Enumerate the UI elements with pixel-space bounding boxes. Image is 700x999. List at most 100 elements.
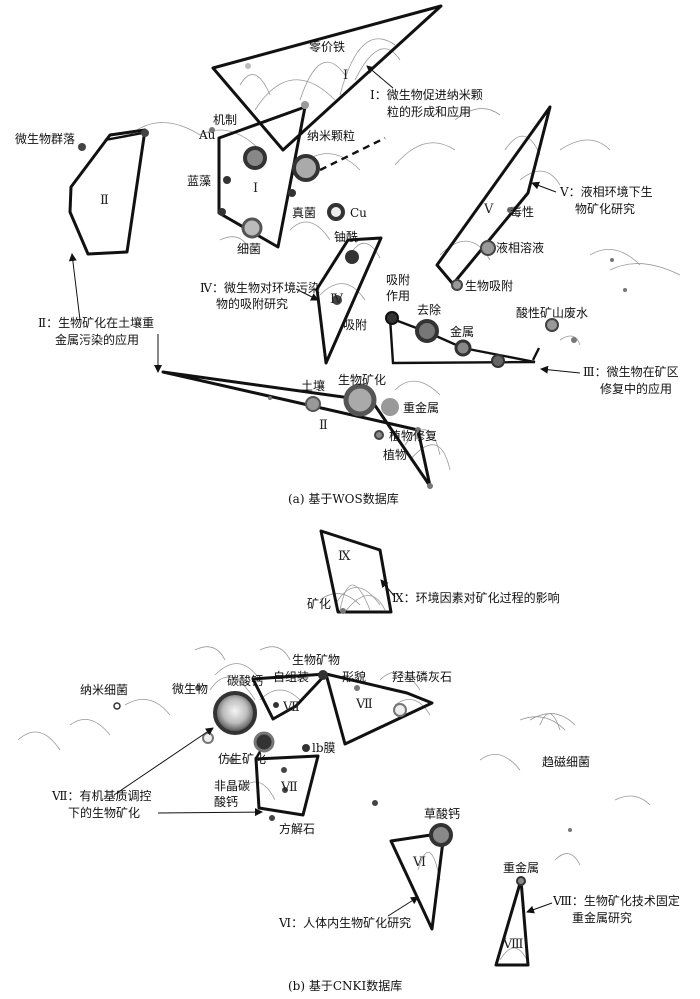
cluster-VI-polygon xyxy=(389,831,446,931)
label-morphology: 形貌 xyxy=(342,669,366,684)
cluster-III-tick xyxy=(531,347,541,361)
node-plant-2[interactable] xyxy=(427,483,433,489)
label-calcium-carbonate: 碳酸钙 xyxy=(227,673,263,688)
cluster-V-polygon xyxy=(435,105,552,286)
node-small-4[interactable] xyxy=(623,288,627,292)
panel-b-edges xyxy=(17,584,651,963)
label-magnetotactic-bacteria: 趋磁细菌 xyxy=(542,754,590,769)
node-liquid-solution[interactable] xyxy=(480,240,496,256)
arrow-II-top xyxy=(68,253,81,321)
node-self-assembly[interactable] xyxy=(273,702,279,708)
annotation-III-2: 修复中的应用 xyxy=(600,381,672,396)
node-small[interactable] xyxy=(245,63,251,69)
panel-a-annotations: Ⅰ：微生物促进纳米颗 粒的形成和应用 Ⅴ：液相环境下生 物矿化研究 Ⅳ：微生物对… xyxy=(38,65,679,396)
node-toxicity[interactable] xyxy=(507,207,513,213)
node-removal[interactable] xyxy=(415,319,439,343)
label-zero-valent-iron: 零价铁 xyxy=(309,40,345,54)
node-fungi[interactable] xyxy=(288,189,296,197)
node-biomimetic-mineralization[interactable] xyxy=(253,731,275,753)
node-calcium-oxalate[interactable] xyxy=(429,823,453,847)
label-adsorption-action-2: 作用 xyxy=(386,289,410,303)
dashed-link xyxy=(319,136,386,172)
panel-a-caption: (a) 基于WOS数据库 xyxy=(288,491,399,506)
node-zero-valent-iron[interactable] xyxy=(301,101,309,109)
node-small-2[interactable] xyxy=(268,396,272,400)
annotation-VI: Ⅵ：人体内生物矿化研究 xyxy=(278,915,411,930)
node-cu[interactable] xyxy=(327,203,345,221)
label-nano-bacteria: 纳米细菌 xyxy=(80,683,128,697)
cluster-id-VI: Ⅵ xyxy=(412,855,426,870)
label-toxicity: 毒性 xyxy=(510,205,534,219)
annotation-VII-1: Ⅶ：有机基质调控 xyxy=(51,789,152,803)
cluster-VII-bottom-polygon xyxy=(254,754,320,817)
label-heavy-metal-b: 重金属 xyxy=(503,860,539,875)
node-hydroxyapatite[interactable] xyxy=(393,703,407,717)
label-lb-film: lb膜 xyxy=(312,741,336,755)
label-au: Au xyxy=(198,128,216,142)
node-bacteria-2[interactable] xyxy=(218,208,226,216)
arrow-I xyxy=(366,65,394,89)
cluster-I-top-polygon xyxy=(211,4,443,152)
label-calcite: 方解石 xyxy=(279,821,315,836)
label-mechanism: 机制 xyxy=(213,113,237,127)
node-metal[interactable] xyxy=(454,339,472,357)
node-lb-film[interactable] xyxy=(302,744,310,752)
label-cyanobacteria: 蓝藻 xyxy=(187,174,211,188)
node-small-b4[interactable] xyxy=(202,732,214,744)
node-microorganism[interactable] xyxy=(195,685,201,691)
panel-b: 矿化 生物矿物 碳酸钙 微生物 自组装 形貌 羟基磷灰石 纳米细菌 仿生矿化 l… xyxy=(17,529,680,993)
node-adsorption[interactable] xyxy=(332,295,342,305)
node-heavy-metal[interactable] xyxy=(381,398,399,416)
cluster-id-II-bottom: Ⅱ xyxy=(319,418,328,433)
node-small-b5[interactable] xyxy=(568,828,572,832)
node-mineralization[interactable] xyxy=(340,608,346,614)
node-adsorption-action[interactable] xyxy=(385,311,399,325)
node-small-b2[interactable] xyxy=(282,787,288,793)
node-bio-adsorption[interactable] xyxy=(451,279,463,291)
node-small-3[interactable] xyxy=(610,258,614,262)
annotation-II-1: Ⅱ：生物矿化在土壤重 xyxy=(38,315,154,330)
node-biomineralization[interactable] xyxy=(343,383,377,417)
annotation-II-2: 金属污染的应用 xyxy=(55,332,139,347)
label-bacteria: 细菌 xyxy=(237,242,261,256)
panel-b-caption: (b) 基于CNKI数据库 xyxy=(288,978,402,993)
arrow-VII-b xyxy=(157,808,263,817)
label-calcium-oxalate: 草酸钙 xyxy=(424,806,460,821)
panel-a: 零价铁 机制 Au 纳米颗粒 微生物群落 蓝藻 真菌 Cu 细菌 铀酰 吸附 作… xyxy=(15,4,681,506)
node-mechanism[interactable] xyxy=(243,146,267,170)
node-biomineral[interactable] xyxy=(318,670,328,680)
node-metal-2[interactable] xyxy=(491,354,505,368)
node-calcium-carbonate[interactable] xyxy=(213,691,257,735)
node-calcite[interactable] xyxy=(269,815,275,821)
node-morphology[interactable] xyxy=(354,685,360,691)
node-amorphous-cc[interactable] xyxy=(281,767,287,773)
node-small-b3[interactable] xyxy=(229,757,235,763)
label-biomineral: 生物矿物 xyxy=(292,653,340,667)
node-cyanobacteria[interactable] xyxy=(223,176,231,184)
node-plant[interactable] xyxy=(415,427,421,433)
node-soil[interactable] xyxy=(305,396,321,412)
node-au[interactable] xyxy=(141,129,149,137)
node-heavy-metal-b[interactable] xyxy=(516,876,526,886)
annotation-V-2: 物矿化研究 xyxy=(575,201,635,216)
cluster-VII-right-polygon xyxy=(324,672,434,746)
node-microbial-community[interactable] xyxy=(78,143,86,151)
node-acid-mine-waste[interactable] xyxy=(545,318,559,332)
node-bacteria[interactable] xyxy=(241,217,263,239)
node-small-b1[interactable] xyxy=(372,800,378,806)
node-nano-bacteria[interactable] xyxy=(113,702,121,710)
node-uranyl[interactable] xyxy=(345,250,359,264)
label-microorganism: 微生物 xyxy=(172,682,208,696)
arrow-IV xyxy=(295,288,319,301)
label-microbial-community: 微生物群落 xyxy=(15,132,75,146)
node-acid-mine-waste-2[interactable] xyxy=(571,337,577,343)
node-nanoparticle[interactable] xyxy=(292,154,320,182)
panel-b-cluster-ids: Ⅸ Ⅶ Ⅶ Ⅶ Ⅵ Ⅷ xyxy=(280,549,523,952)
arrow-VI xyxy=(387,896,419,917)
annotation-I-1: Ⅰ：微生物促进纳米颗 xyxy=(370,88,483,102)
node-au-2[interactable] xyxy=(209,127,215,133)
cluster-IV-polygon xyxy=(315,236,383,365)
label-adsorption: 吸附 xyxy=(343,318,367,332)
label-amorphous-cc-1: 非晶碳 xyxy=(214,779,250,793)
node-phytoremediation[interactable] xyxy=(374,430,384,440)
